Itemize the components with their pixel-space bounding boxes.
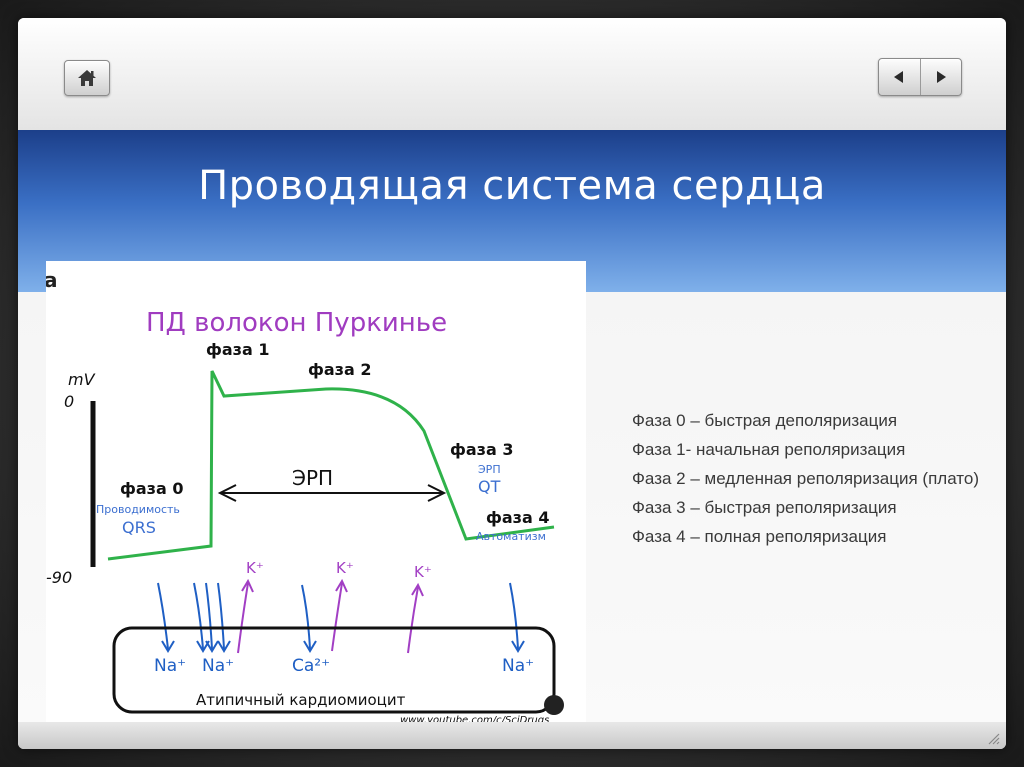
k-label-2: K⁺ bbox=[336, 559, 354, 577]
triangle-right-icon bbox=[936, 71, 946, 83]
scidrugs-logo bbox=[544, 695, 564, 715]
corner-fragment: а bbox=[46, 268, 58, 292]
cell-label: Атипичный кардиомиоцит bbox=[196, 691, 406, 709]
phase-0-conductivity: Проводимость bbox=[96, 503, 180, 516]
inward-ion-arrows bbox=[157, 582, 519, 650]
slide: Проводящая система сердца а ПД волокон П… bbox=[18, 18, 1006, 749]
k-arrow-3 bbox=[407, 586, 419, 654]
phase-item: Фаза 1- начальная реполяризация bbox=[632, 440, 906, 459]
cardiomyocyte-outline bbox=[112, 626, 556, 714]
inward-arrow-heads bbox=[161, 640, 525, 653]
phase-2-label: фаза 2 bbox=[308, 360, 371, 379]
outward-ion-arrows bbox=[237, 578, 424, 654]
k-arrow-1 bbox=[237, 582, 249, 654]
phase-item: Фаза 0 – быстрая деполяризация bbox=[632, 411, 898, 430]
slide-navigation bbox=[878, 58, 962, 96]
erp-arrow-right-head bbox=[427, 484, 447, 502]
na-arrow-2 bbox=[193, 582, 204, 650]
phase-1-label: фаза 1 bbox=[206, 340, 269, 359]
na-arrow-1 bbox=[157, 582, 169, 650]
k-label-3: K⁺ bbox=[414, 563, 432, 581]
resize-grip-icon[interactable] bbox=[986, 731, 1000, 745]
phase-3-qt: QT bbox=[478, 477, 501, 496]
triangle-left-icon bbox=[894, 71, 904, 83]
axis-minus-90: -90 bbox=[46, 568, 72, 587]
action-potential-diagram: а ПД волокон Пуркинье mV 0 -90 фаза 1 фа… bbox=[44, 268, 564, 726]
watermark: www.youtube.com/c/SciDrugs bbox=[400, 715, 549, 726]
phase-4-automatism: Автоматизм bbox=[476, 530, 546, 543]
phase-item: Фаза 3 – быстрая реполяризация bbox=[632, 498, 897, 517]
k-label-1: K⁺ bbox=[246, 559, 264, 577]
na-arrow-5 bbox=[509, 582, 519, 650]
axis-zero: 0 bbox=[64, 392, 74, 411]
phase-description-list: Фаза 0 – быстрая деполяризация Фаза 1- н… bbox=[632, 406, 992, 551]
phase-0-label: фаза 0 bbox=[120, 479, 183, 498]
phase-3-erp: ЭРП bbox=[478, 463, 501, 476]
home-button[interactable] bbox=[64, 60, 110, 96]
phase-item: Фаза 4 – полная реполяризация bbox=[632, 527, 887, 546]
home-icon bbox=[78, 70, 96, 86]
erp-arrow-left-head bbox=[217, 484, 237, 502]
na-arrow-4 bbox=[217, 582, 225, 650]
ca-arrow bbox=[301, 584, 311, 650]
k-arrow-2 bbox=[331, 582, 343, 652]
phase-3-label: фаза 3 bbox=[450, 440, 513, 459]
axis-unit: mV bbox=[68, 370, 96, 389]
diagram-heading: ПД волокон Пуркинье bbox=[146, 308, 447, 338]
purkinje-action-potential-figure: а ПД волокон Пуркинье mV 0 -90 фаза 1 фа… bbox=[44, 261, 586, 727]
na-label-3: Na⁺ bbox=[502, 656, 534, 676]
action-potential-curve bbox=[107, 370, 555, 561]
phase-0-qrs: QRS bbox=[122, 518, 156, 537]
phase-4-label: фаза 4 bbox=[486, 508, 549, 527]
ca-label: Ca²⁺ bbox=[292, 656, 330, 676]
bottom-bar bbox=[18, 722, 1006, 749]
erp-label: ЭРП bbox=[292, 466, 333, 490]
phase-item: Фаза 2 – медленная реполяризация (плато) bbox=[632, 469, 979, 488]
previous-slide-button[interactable] bbox=[879, 59, 920, 95]
na-label-2: Na⁺ bbox=[202, 656, 234, 676]
slide-title: Проводящая система сердца bbox=[198, 163, 826, 209]
na-arrow-3 bbox=[205, 582, 213, 650]
next-slide-button[interactable] bbox=[919, 59, 962, 95]
top-toolbar bbox=[18, 18, 1006, 130]
na-label-1: Na⁺ bbox=[154, 656, 186, 676]
